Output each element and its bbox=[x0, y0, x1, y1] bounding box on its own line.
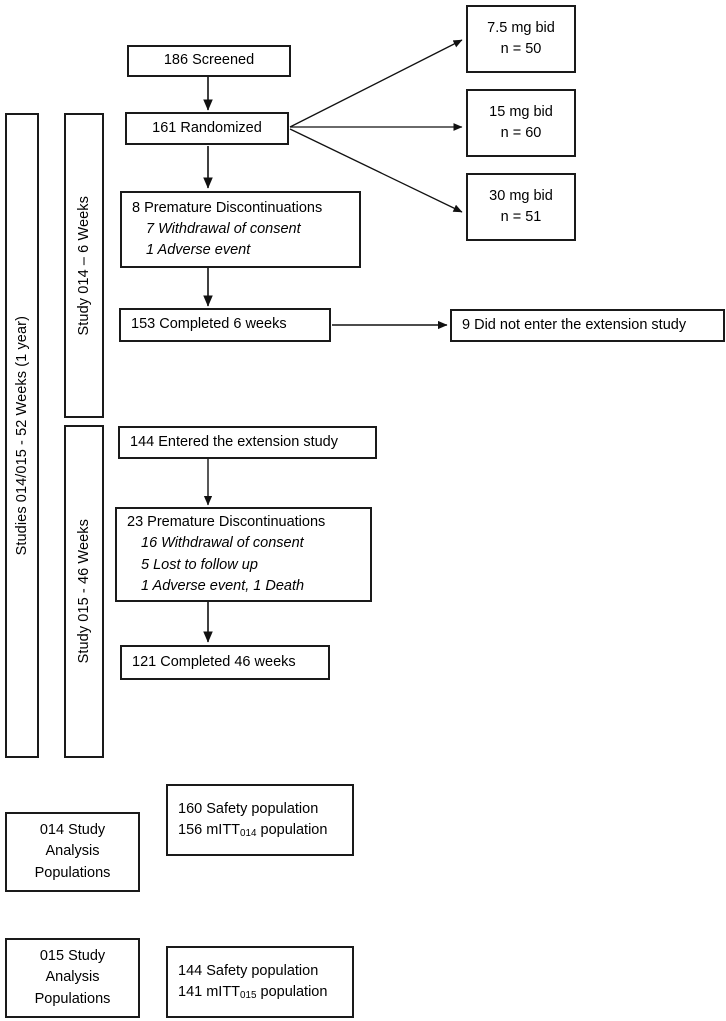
node-pop-014-label-line1: 014 Study bbox=[39, 822, 106, 839]
node-completed-46-weeks-label: 121 Completed 46 weeks bbox=[132, 653, 296, 670]
vertical-bar-study-015-label: Study 015 - 46 Weeks bbox=[76, 519, 92, 664]
node-pop-015-label-line3: Populations bbox=[34, 990, 111, 1007]
vertical-bar-study-014: Study 014 – 6 Weeks bbox=[64, 113, 104, 418]
node-pop-014-safety: 160 Safety population bbox=[178, 800, 319, 817]
node-arm-30mg: 30 mg bid n = 51 bbox=[466, 173, 576, 241]
node-discontinuations-015: 23 Premature Discontinuations 16 Withdra… bbox=[115, 507, 372, 602]
node-pop-015-values: 144 Safety population 141 mITT015 popula… bbox=[166, 946, 354, 1018]
node-discontinuations-014: 8 Premature Discontinuations 7 Withdrawa… bbox=[120, 191, 361, 268]
node-pop-015-label-line1: 015 Study bbox=[39, 948, 106, 965]
node-arm-7point5mg: 7.5 mg bid n = 50 bbox=[466, 5, 576, 73]
node-randomized: 161 Randomized bbox=[125, 112, 289, 145]
vertical-bar-study-015: Study 015 - 46 Weeks bbox=[64, 425, 104, 758]
node-completed-6-weeks-label: 153 Completed 6 weeks bbox=[131, 316, 287, 333]
node-discontinuations-015-detail-3: 1 Adverse event, 1 Death bbox=[141, 577, 305, 594]
node-pop-014-values: 160 Safety population 156 mITT014 popula… bbox=[166, 784, 354, 856]
node-arm-30mg-dose: 30 mg bid bbox=[489, 187, 553, 204]
vertical-bar-study-014-label: Study 014 – 6 Weeks bbox=[76, 195, 92, 336]
node-screened: 186 Screened bbox=[127, 45, 291, 77]
node-entered-extension-label: 144 Entered the extension study bbox=[130, 433, 338, 450]
node-pop-014-label-line3: Populations bbox=[34, 864, 111, 881]
node-pop-015-mitt-suffix: population bbox=[256, 983, 328, 1000]
node-pop-014-label: 014 Study Analysis Populations bbox=[5, 812, 140, 892]
node-randomized-label: 161 Randomized bbox=[152, 119, 262, 136]
node-pop-015-mitt: 141 mITT015 population bbox=[178, 982, 327, 1003]
node-arm-15mg-dose: 15 mg bid bbox=[489, 103, 553, 120]
node-pop-014-mitt-subscript: 014 bbox=[240, 827, 257, 839]
node-arm-15mg: 15 mg bid n = 60 bbox=[466, 89, 576, 157]
node-discontinuations-015-heading: 23 Premature Discontinuations bbox=[127, 514, 326, 531]
node-arm-7point5mg-count: n = 50 bbox=[500, 41, 542, 57]
node-completed-46-weeks: 121 Completed 46 weeks bbox=[120, 645, 330, 680]
node-screened-label: 186 Screened bbox=[163, 52, 255, 69]
node-discontinuations-014-detail-1: 7 Withdrawal of consent bbox=[146, 220, 301, 237]
node-discontinuations-015-detail-2: 5 Lost to follow up bbox=[141, 556, 258, 573]
node-arm-15mg-count: n = 60 bbox=[500, 125, 542, 141]
node-did-not-enter-extension: 9 Did not enter the extension study bbox=[450, 309, 725, 342]
node-arm-7point5mg-dose: 7.5 mg bid bbox=[487, 19, 555, 36]
node-entered-extension: 144 Entered the extension study bbox=[118, 426, 377, 459]
node-pop-014-label-line2: Analysis bbox=[45, 843, 100, 860]
node-pop-015-label: 015 Study Analysis Populations bbox=[5, 938, 140, 1018]
node-pop-015-mitt-subscript: 015 bbox=[240, 989, 257, 1001]
node-pop-014-mitt-prefix: 156 mITT bbox=[178, 821, 241, 838]
node-discontinuations-014-heading: 8 Premature Discontinuations bbox=[132, 199, 323, 216]
vertical-bar-studies-overall: Studies 014/015 - 52 Weeks (1 year) bbox=[5, 113, 39, 758]
node-completed-6-weeks: 153 Completed 6 weeks bbox=[119, 308, 331, 342]
node-discontinuations-015-detail-1: 16 Withdrawal of consent bbox=[141, 535, 304, 552]
vertical-bar-studies-overall-label: Studies 014/015 - 52 Weeks (1 year) bbox=[14, 315, 30, 556]
node-pop-015-mitt-prefix: 141 mITT bbox=[178, 983, 241, 1000]
node-arm-30mg-count: n = 51 bbox=[500, 209, 542, 225]
node-pop-015-safety: 144 Safety population bbox=[178, 962, 319, 979]
node-pop-015-label-line2: Analysis bbox=[45, 969, 100, 986]
edge-randomized-to-arm-low bbox=[289, 39, 463, 128]
node-did-not-enter-extension-label: 9 Did not enter the extension study bbox=[462, 316, 687, 333]
node-pop-014-mitt: 156 mITT014 population bbox=[178, 820, 327, 841]
node-pop-014-mitt-suffix: population bbox=[256, 821, 328, 838]
node-discontinuations-014-detail-2: 1 Adverse event bbox=[146, 242, 251, 258]
